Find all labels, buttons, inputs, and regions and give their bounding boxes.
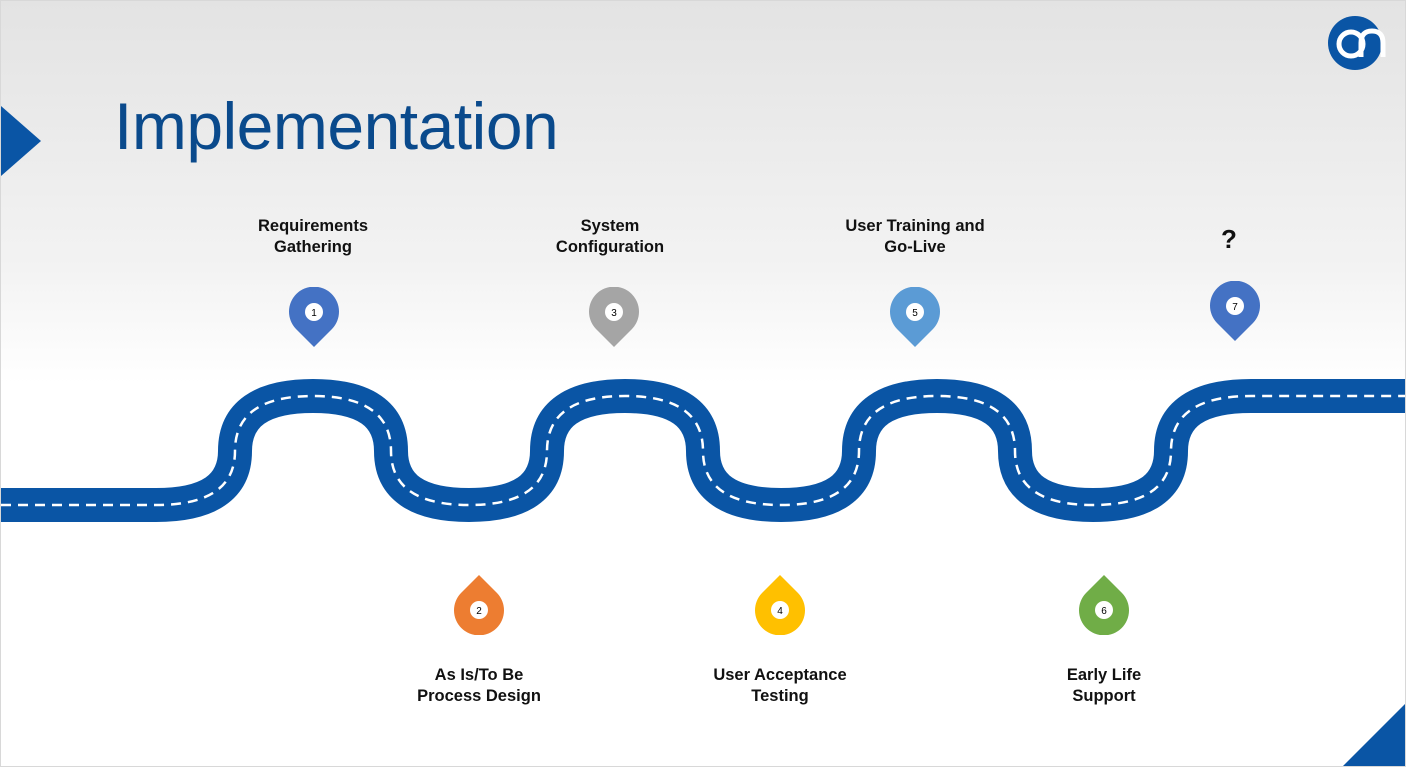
- step-3-number: 3: [611, 308, 617, 319]
- slide-title: Implementation: [114, 89, 559, 163]
- company-logo: on: [1328, 16, 1386, 70]
- left-arrow-shape: [1, 106, 41, 176]
- step-1-number: 1: [311, 308, 317, 319]
- step-1-marker: 1: [289, 287, 339, 347]
- step-6-marker: 6: [1079, 575, 1129, 635]
- road-surface: [1, 378, 1405, 523]
- step-4-number: 4: [777, 606, 783, 617]
- step-3-marker: 3: [589, 287, 639, 347]
- step-2-number: 2: [476, 606, 482, 617]
- step-6-number: 6: [1101, 606, 1107, 617]
- road-center-dashes: [1, 394, 1405, 507]
- step-5-number: 5: [912, 308, 918, 319]
- step-7-label: ?: [1221, 224, 1237, 254]
- corner-triangle-shape: [1343, 704, 1405, 766]
- step-7-marker: 7: [1210, 281, 1260, 341]
- step-2-marker: 2: [454, 575, 504, 635]
- step-7-number: 7: [1232, 302, 1238, 313]
- step-4-marker: 4: [755, 575, 805, 635]
- step-5-marker: 5: [890, 287, 940, 347]
